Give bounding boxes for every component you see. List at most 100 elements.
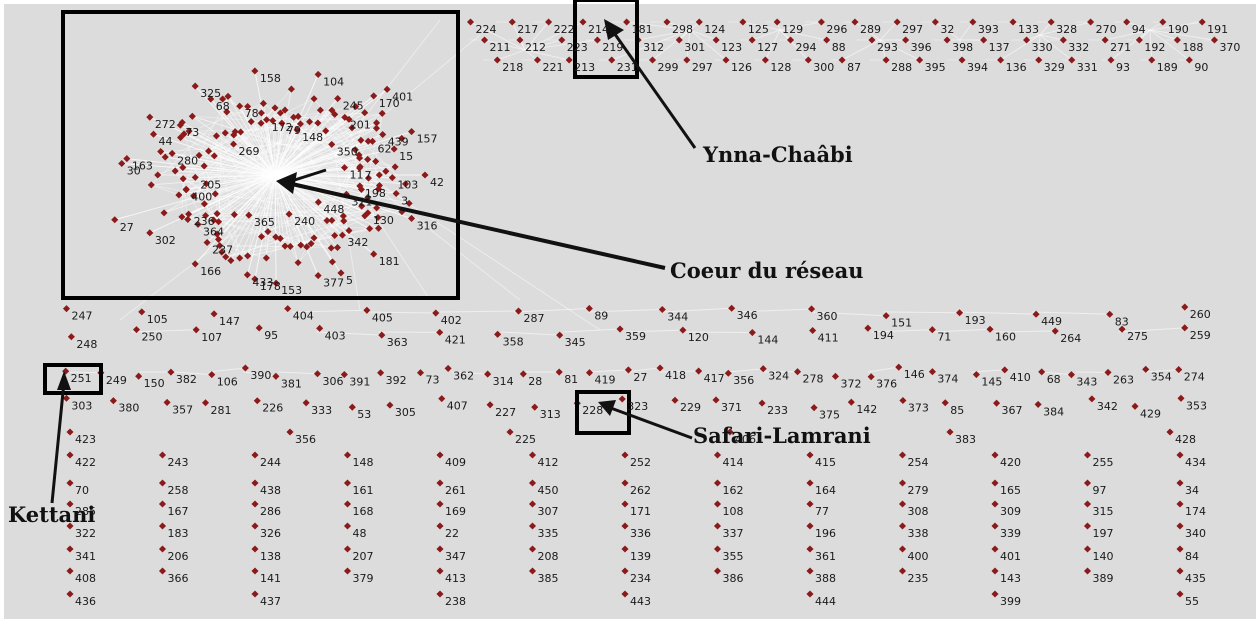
network-edge bbox=[183, 133, 221, 246]
network-node bbox=[991, 590, 999, 598]
network-node bbox=[66, 479, 74, 487]
network-edge bbox=[195, 174, 276, 178]
core-arrow-line bbox=[291, 182, 666, 270]
network-node bbox=[331, 110, 339, 118]
node-label: 73 bbox=[425, 374, 439, 387]
network-node bbox=[345, 227, 353, 235]
node-label: 428 bbox=[1175, 433, 1196, 446]
node-label: 142 bbox=[856, 403, 877, 416]
network-node bbox=[293, 126, 301, 134]
node-label: 302 bbox=[155, 234, 176, 247]
node-label: 240 bbox=[294, 215, 315, 228]
network-edge bbox=[119, 154, 336, 321]
network-edge bbox=[513, 307, 590, 313]
kettani-frame bbox=[43, 363, 103, 395]
network-node bbox=[257, 233, 266, 241]
node-label: 306 bbox=[322, 375, 343, 388]
network-node bbox=[931, 18, 939, 26]
network-edge bbox=[274, 174, 277, 284]
node-label: 417 bbox=[704, 372, 725, 385]
network-node bbox=[728, 304, 736, 312]
node-label: 258 bbox=[168, 484, 189, 497]
network-node bbox=[356, 182, 364, 190]
node-label: 174 bbox=[1185, 505, 1206, 518]
node-label: 162 bbox=[723, 484, 744, 497]
network-node bbox=[264, 228, 272, 236]
network-node bbox=[310, 95, 318, 103]
network-node bbox=[806, 567, 814, 575]
network-edge bbox=[280, 112, 369, 179]
node-label: 83 bbox=[1115, 315, 1129, 328]
node-label: 321 bbox=[351, 195, 372, 208]
node-label: 286 bbox=[260, 505, 281, 518]
network-edge bbox=[1031, 311, 1110, 315]
network-edge bbox=[290, 228, 370, 247]
node-label: 449 bbox=[1041, 315, 1062, 328]
network-edge bbox=[879, 21, 898, 41]
core-frame bbox=[61, 10, 460, 300]
network-edge bbox=[742, 21, 781, 31]
network-node bbox=[62, 305, 71, 313]
node-label: 94 bbox=[1132, 23, 1146, 36]
network-node bbox=[882, 312, 890, 320]
network-edge bbox=[959, 39, 963, 61]
node-label: 401 bbox=[392, 90, 413, 103]
node-label: 297 bbox=[902, 23, 923, 36]
node-label: 383 bbox=[955, 433, 976, 446]
network-node bbox=[556, 331, 564, 339]
network-node bbox=[161, 153, 169, 161]
network-node bbox=[378, 331, 386, 339]
network-edge bbox=[206, 183, 333, 221]
ynna-label: Ynna-Chaâbi bbox=[702, 142, 853, 167]
network-node bbox=[516, 36, 524, 44]
node-label: 309 bbox=[1000, 505, 1021, 518]
node-label: 145 bbox=[981, 376, 1002, 389]
node-label: 193 bbox=[965, 314, 986, 327]
node-label: 104 bbox=[323, 75, 344, 88]
network-node bbox=[154, 171, 162, 179]
network-node bbox=[722, 56, 730, 64]
network-edge bbox=[360, 139, 406, 185]
network-edge bbox=[751, 29, 781, 41]
node-label: 146 bbox=[904, 368, 925, 381]
node-label: 28 bbox=[528, 375, 542, 388]
network-node bbox=[748, 329, 756, 337]
network-edge bbox=[182, 150, 209, 168]
node-label: 347 bbox=[445, 550, 466, 563]
network-edge bbox=[274, 140, 373, 176]
node-label: 405 bbox=[372, 311, 393, 324]
network-edge bbox=[265, 159, 369, 259]
node-label: 402 bbox=[441, 314, 462, 327]
network-node bbox=[378, 109, 386, 117]
network-edge bbox=[334, 112, 366, 236]
network-node bbox=[408, 128, 416, 136]
network-node bbox=[343, 451, 352, 459]
ynna-arrow-head bbox=[604, 19, 624, 40]
network-node bbox=[695, 367, 703, 375]
network-edge bbox=[181, 122, 276, 176]
network-node bbox=[328, 140, 336, 148]
network-edge bbox=[274, 174, 281, 239]
network-node bbox=[118, 159, 126, 168]
network-edge bbox=[272, 106, 356, 122]
network-edge bbox=[215, 135, 241, 259]
node-label: 3 bbox=[401, 195, 408, 208]
node-label: 385 bbox=[538, 572, 559, 585]
network-edge bbox=[234, 214, 262, 238]
network-edge bbox=[174, 170, 227, 258]
network-edge bbox=[175, 170, 276, 176]
node-label: 212 bbox=[525, 41, 546, 54]
network-edge bbox=[213, 174, 276, 221]
network-node bbox=[533, 56, 542, 64]
node-label: 379 bbox=[353, 572, 374, 585]
network-edge bbox=[501, 331, 560, 336]
network-edge bbox=[261, 112, 368, 160]
node-label: 324 bbox=[768, 370, 789, 383]
node-label: 337 bbox=[723, 527, 744, 540]
network-edge bbox=[219, 245, 338, 248]
node-label: 238 bbox=[445, 595, 466, 608]
network-edge bbox=[218, 174, 276, 223]
network-node bbox=[185, 210, 193, 218]
network-edge bbox=[274, 112, 366, 176]
node-label: 226 bbox=[262, 402, 283, 415]
